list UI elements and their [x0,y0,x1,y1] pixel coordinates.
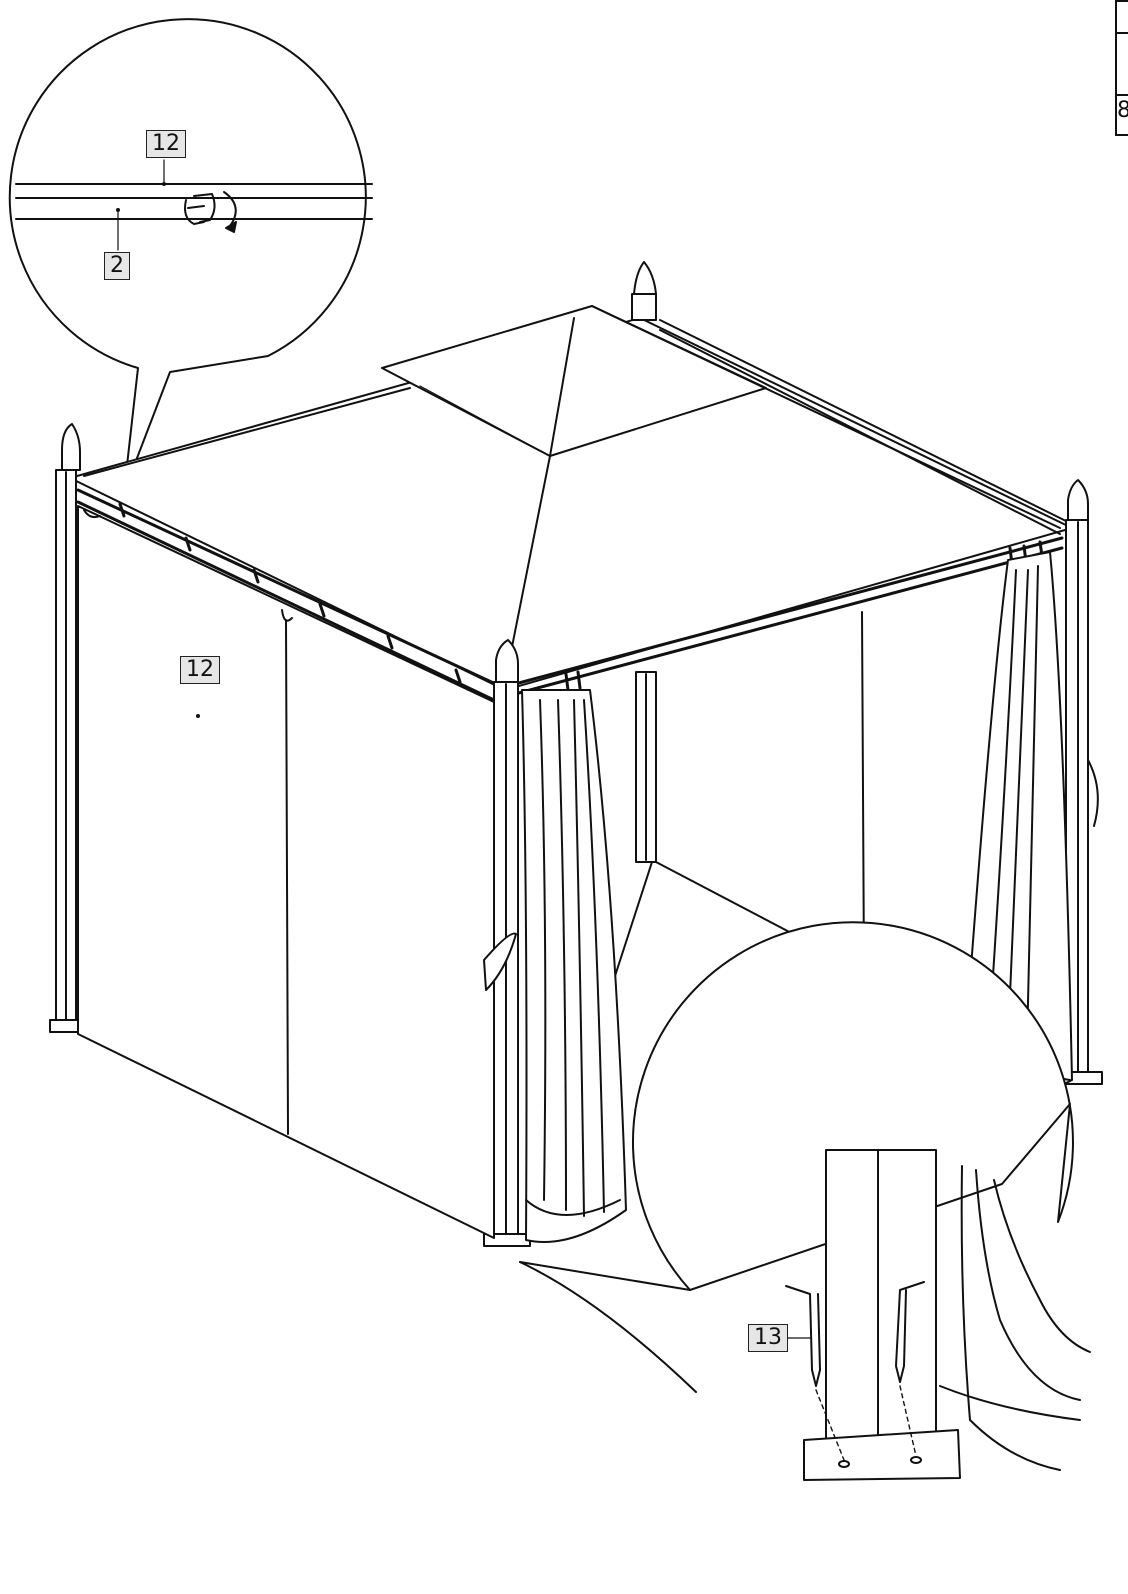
part-label-12-curtain: 12 [180,656,220,684]
bottom-detail-magnifier [519,921,1091,1481]
rotate-clockwise-icon [223,191,237,233]
part-label-12-detail: 12 [146,130,186,158]
ground-stake-left [785,1285,845,1461]
top-detail-magnifier [8,18,373,493]
curtain-label-dot [196,714,200,718]
ground-stake-right [895,1281,925,1457]
part-label-13-stake: 13 [748,1324,788,1352]
post-back-top [631,261,657,321]
hook-and-loop-strap [184,193,216,225]
part-label-2-detail: 2 [104,252,130,280]
post-inner-back [635,671,657,863]
post-front-left [49,423,85,1033]
curtain-left-wall [77,505,495,1239]
corner-fragment-text: 8 [1117,98,1128,123]
corner-fragment-box [1115,0,1128,136]
curtain-bundle-front [483,689,627,1243]
